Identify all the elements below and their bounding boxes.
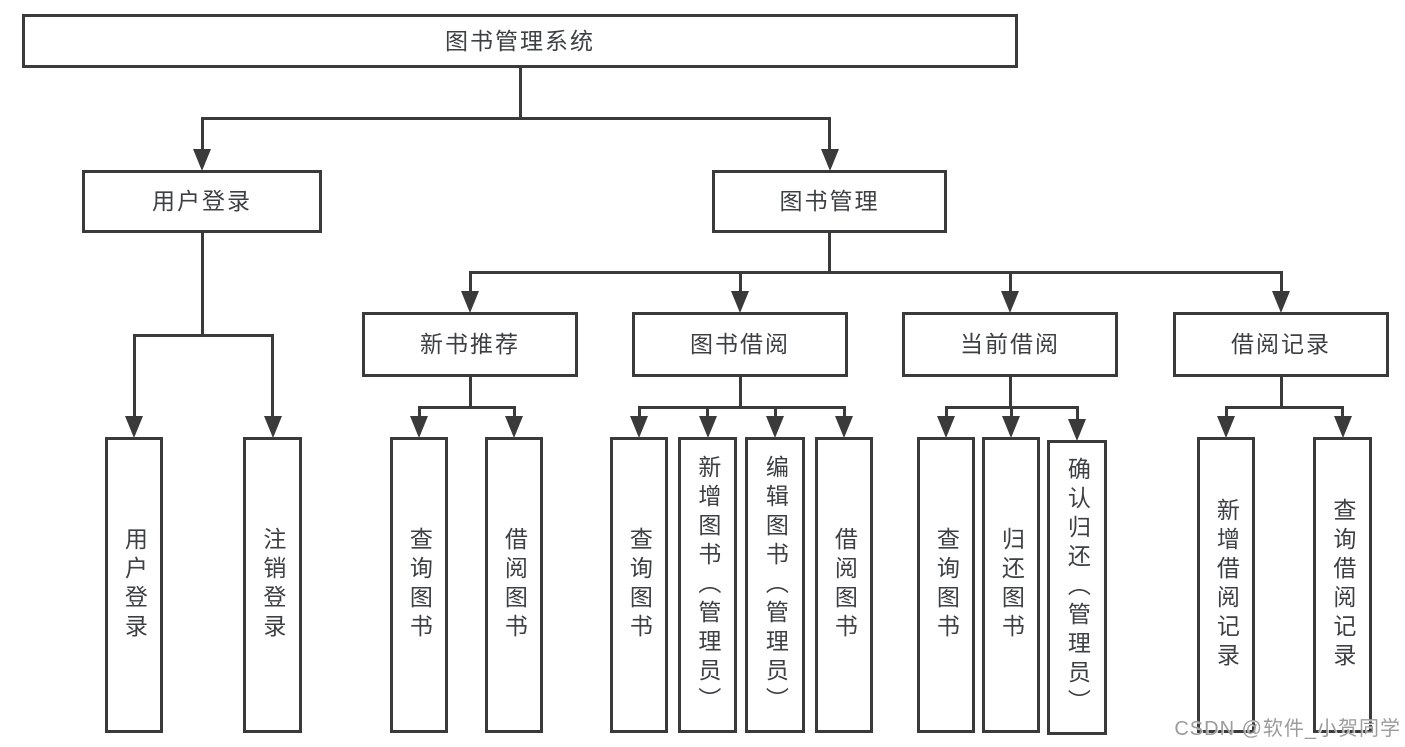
connector-drop-book-mgmt bbox=[828, 116, 831, 153]
arrow-down-icon-logout-leaf bbox=[263, 416, 282, 438]
connector-drop-rec-borrow bbox=[512, 405, 516, 420]
arrow-down-icon-rec-query bbox=[410, 416, 428, 438]
node-label-bb-borrow: 借阅图书 bbox=[831, 527, 858, 643]
connector-drop-current-borrow bbox=[1008, 270, 1012, 295]
connector-stem-borrow-records bbox=[1279, 377, 1283, 409]
arrow-down-icon-user-login bbox=[193, 149, 211, 171]
node-label-book-borrow: 图书借阅 bbox=[690, 331, 790, 358]
node-user-login: 用户登录 bbox=[82, 170, 322, 233]
arrow-down-icon-new-book-rec bbox=[461, 291, 479, 313]
arrow-down-icon-current-borrow bbox=[1001, 291, 1019, 313]
connector-drop-user-login bbox=[200, 116, 204, 153]
arrow-down-icon-book-mgmt bbox=[820, 149, 839, 171]
node-label-rec-query: 查询图书 bbox=[406, 527, 433, 643]
node-label-current-borrow: 当前借阅 bbox=[960, 331, 1060, 358]
node-bb-edit: 编辑图书（管理员） bbox=[745, 437, 805, 733]
node-label-logout-leaf: 注销登录 bbox=[259, 527, 286, 643]
node-label-cb-confirm: 确认归还（管理员） bbox=[1064, 457, 1091, 718]
connector-branch-book-mgmt bbox=[468, 270, 1283, 274]
connector-stem-new-book-rec bbox=[468, 377, 472, 409]
node-br-query: 查询借阅记录 bbox=[1313, 437, 1372, 733]
connector-drop-login-leaf bbox=[132, 333, 136, 420]
arrow-down-icon-br-add bbox=[1217, 416, 1235, 438]
node-label-bb-edit: 编辑图书（管理员） bbox=[762, 454, 789, 716]
arrow-down-icon-br-query bbox=[1333, 416, 1352, 438]
connector-branch-new-book-rec bbox=[417, 405, 516, 409]
connector-stem-user-login bbox=[200, 233, 204, 337]
node-bb-borrow: 借阅图书 bbox=[815, 437, 873, 733]
arrow-down-icon-cb-confirm bbox=[1068, 419, 1086, 441]
node-label-rec-borrow: 借阅图书 bbox=[501, 527, 528, 643]
connector-drop-bb-borrow bbox=[842, 405, 846, 420]
node-cb-query: 查询图书 bbox=[917, 437, 975, 733]
node-label-borrow-records: 借阅记录 bbox=[1231, 331, 1331, 358]
arrow-down-icon-rec-borrow bbox=[505, 416, 523, 438]
arrow-down-icon-borrow-records bbox=[1272, 291, 1290, 313]
node-cb-confirm: 确认归还（管理员） bbox=[1047, 440, 1107, 735]
connector-drop-rec-query bbox=[417, 405, 421, 420]
connector-drop-cb-query bbox=[944, 405, 948, 420]
connector-drop-br-add bbox=[1224, 405, 1228, 420]
connector-drop-br-query bbox=[1341, 405, 1344, 420]
arrow-down-icon-bb-add bbox=[698, 416, 717, 438]
node-label-book-mgmt: 图书管理 bbox=[779, 188, 880, 215]
connector-drop-bb-edit bbox=[773, 405, 777, 420]
connector-drop-logout-leaf bbox=[271, 333, 274, 420]
node-label-user-login: 用户登录 bbox=[152, 188, 252, 215]
connector-stem-book-mgmt bbox=[828, 233, 831, 274]
connector-drop-borrow-records bbox=[1279, 270, 1283, 295]
node-book-borrow: 图书借阅 bbox=[632, 312, 848, 377]
node-label-cb-return: 归还图书 bbox=[998, 527, 1025, 643]
arrow-down-icon-bb-edit bbox=[766, 416, 784, 438]
node-rec-borrow: 借阅图书 bbox=[485, 437, 543, 733]
node-bb-add: 新增图书（管理员） bbox=[678, 437, 737, 733]
csdn-watermark: CSDN @软件_小贺同学 bbox=[1174, 718, 1401, 740]
node-book-mgmt: 图书管理 bbox=[712, 170, 947, 233]
connector-stem-root bbox=[518, 68, 522, 120]
connector-drop-cb-return bbox=[1009, 405, 1013, 420]
connector-drop-new-book-rec bbox=[468, 270, 472, 295]
connector-drop-book-borrow bbox=[738, 270, 742, 295]
node-rec-query: 查询图书 bbox=[390, 437, 448, 733]
arrow-down-icon-cb-return bbox=[1002, 416, 1020, 438]
node-label-login-leaf: 用户登录 bbox=[121, 527, 148, 643]
node-bb-query: 查询图书 bbox=[610, 437, 668, 733]
connector-branch-user-login bbox=[132, 333, 274, 337]
node-label-br-add: 新增借阅记录 bbox=[1213, 498, 1240, 672]
node-borrow-records: 借阅记录 bbox=[1173, 312, 1389, 377]
arrow-down-icon-cb-query bbox=[937, 416, 955, 438]
connector-branch-root bbox=[200, 116, 831, 120]
connector-stem-current-borrow bbox=[1008, 377, 1012, 409]
node-current-borrow: 当前借阅 bbox=[902, 312, 1118, 377]
connector-drop-bb-add bbox=[706, 405, 709, 420]
connector-branch-borrow-records bbox=[1224, 405, 1344, 409]
connector-stem-book-borrow bbox=[738, 377, 742, 409]
arrow-down-icon-book-borrow bbox=[731, 291, 749, 313]
arrow-down-icon-bb-borrow bbox=[835, 416, 853, 438]
node-label-cb-query: 查询图书 bbox=[933, 527, 960, 643]
arrow-down-icon-login-leaf bbox=[125, 416, 143, 438]
node-logout-leaf: 注销登录 bbox=[243, 437, 302, 733]
arrow-down-icon-bb-query bbox=[630, 416, 648, 438]
connector-branch-book-borrow bbox=[637, 405, 846, 409]
node-login-leaf: 用户登录 bbox=[105, 437, 163, 733]
connector-drop-cb-confirm bbox=[1075, 405, 1079, 423]
node-label-new-book-rec: 新书推荐 bbox=[420, 331, 520, 358]
node-br-add: 新增借阅记录 bbox=[1197, 437, 1255, 733]
node-root: 图书管理系统 bbox=[22, 14, 1018, 68]
node-label-bb-add: 新增图书（管理员） bbox=[694, 454, 721, 716]
node-label-bb-query: 查询图书 bbox=[626, 527, 653, 643]
node-label-br-query: 查询借阅记录 bbox=[1329, 498, 1356, 672]
connector-drop-bb-query bbox=[637, 405, 641, 420]
node-cb-return: 归还图书 bbox=[982, 437, 1040, 733]
node-new-book-rec: 新书推荐 bbox=[362, 312, 578, 377]
node-label-root: 图书管理系统 bbox=[445, 27, 595, 54]
